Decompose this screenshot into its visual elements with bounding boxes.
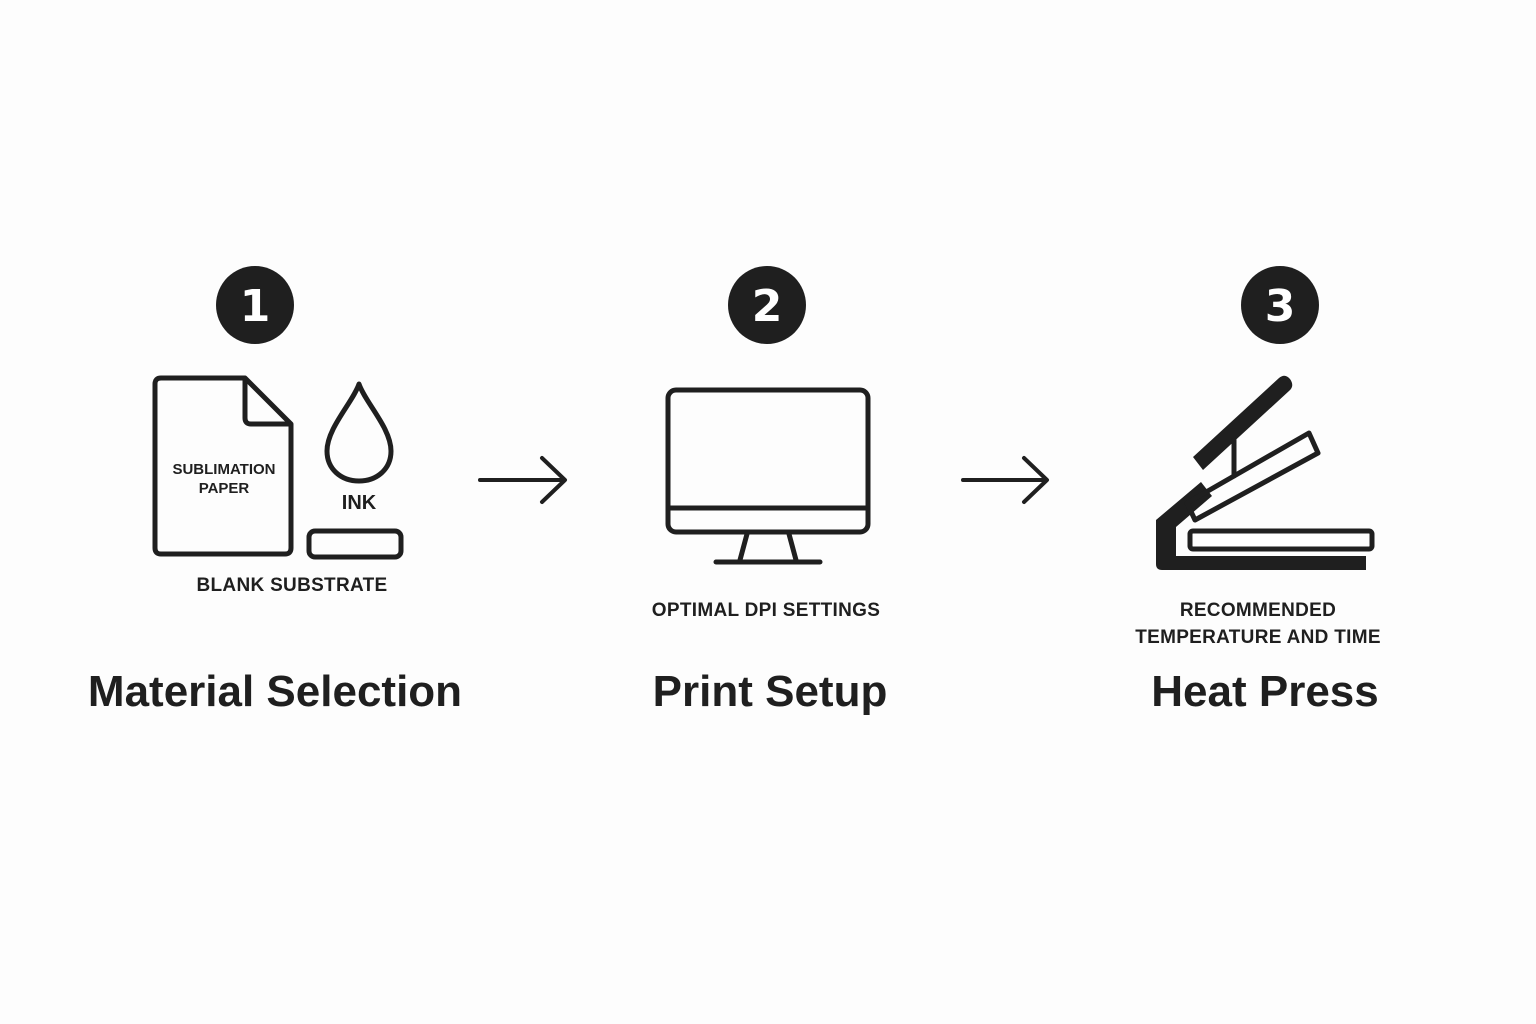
step-2-badge: 2: [728, 266, 806, 344]
ink-label: INK: [342, 492, 377, 514]
step-1: 1 SUBLIMATION PAPER INK BLANK SUBSTRATE: [152, 266, 404, 596]
step-2-title: Print Setup: [652, 667, 888, 716]
document-icon: [152, 375, 294, 557]
step-1-title: Material Selection: [87, 667, 463, 716]
dpi-settings-label: OPTIMAL DPI SETTINGS: [652, 600, 880, 621]
step-2-number: 2: [752, 281, 783, 332]
step-3: 3 RECOMMENDED TEMPERATURE AND TIME: [1135, 266, 1381, 648]
recommended-label-line1: RECOMMENDED: [1180, 600, 1336, 621]
arrow-right-icon: [478, 456, 567, 504]
paper-label-line2: PAPER: [199, 480, 250, 497]
step-3-title: Heat Press: [1151, 667, 1379, 716]
substrate-blank-icon: [306, 528, 404, 560]
step-2: 2 OPTIMAL DPI SETTINGS: [652, 266, 880, 621]
step-3-badge: 3: [1241, 266, 1319, 344]
ink-drop-icon: [324, 381, 394, 484]
step-1-badge: 1: [216, 266, 294, 344]
monitor-icon: [665, 387, 871, 565]
recommended-label-line2: TEMPERATURE AND TIME: [1135, 627, 1381, 648]
step-3-number: 3: [1265, 281, 1296, 332]
paper-label-line1: SUBLIMATION: [172, 461, 275, 478]
heat-press-icon: [1156, 375, 1375, 570]
step-1-number: 1: [240, 281, 271, 332]
substrate-label: BLANK SUBSTRATE: [197, 575, 388, 596]
arrow-right-icon: [961, 456, 1049, 504]
